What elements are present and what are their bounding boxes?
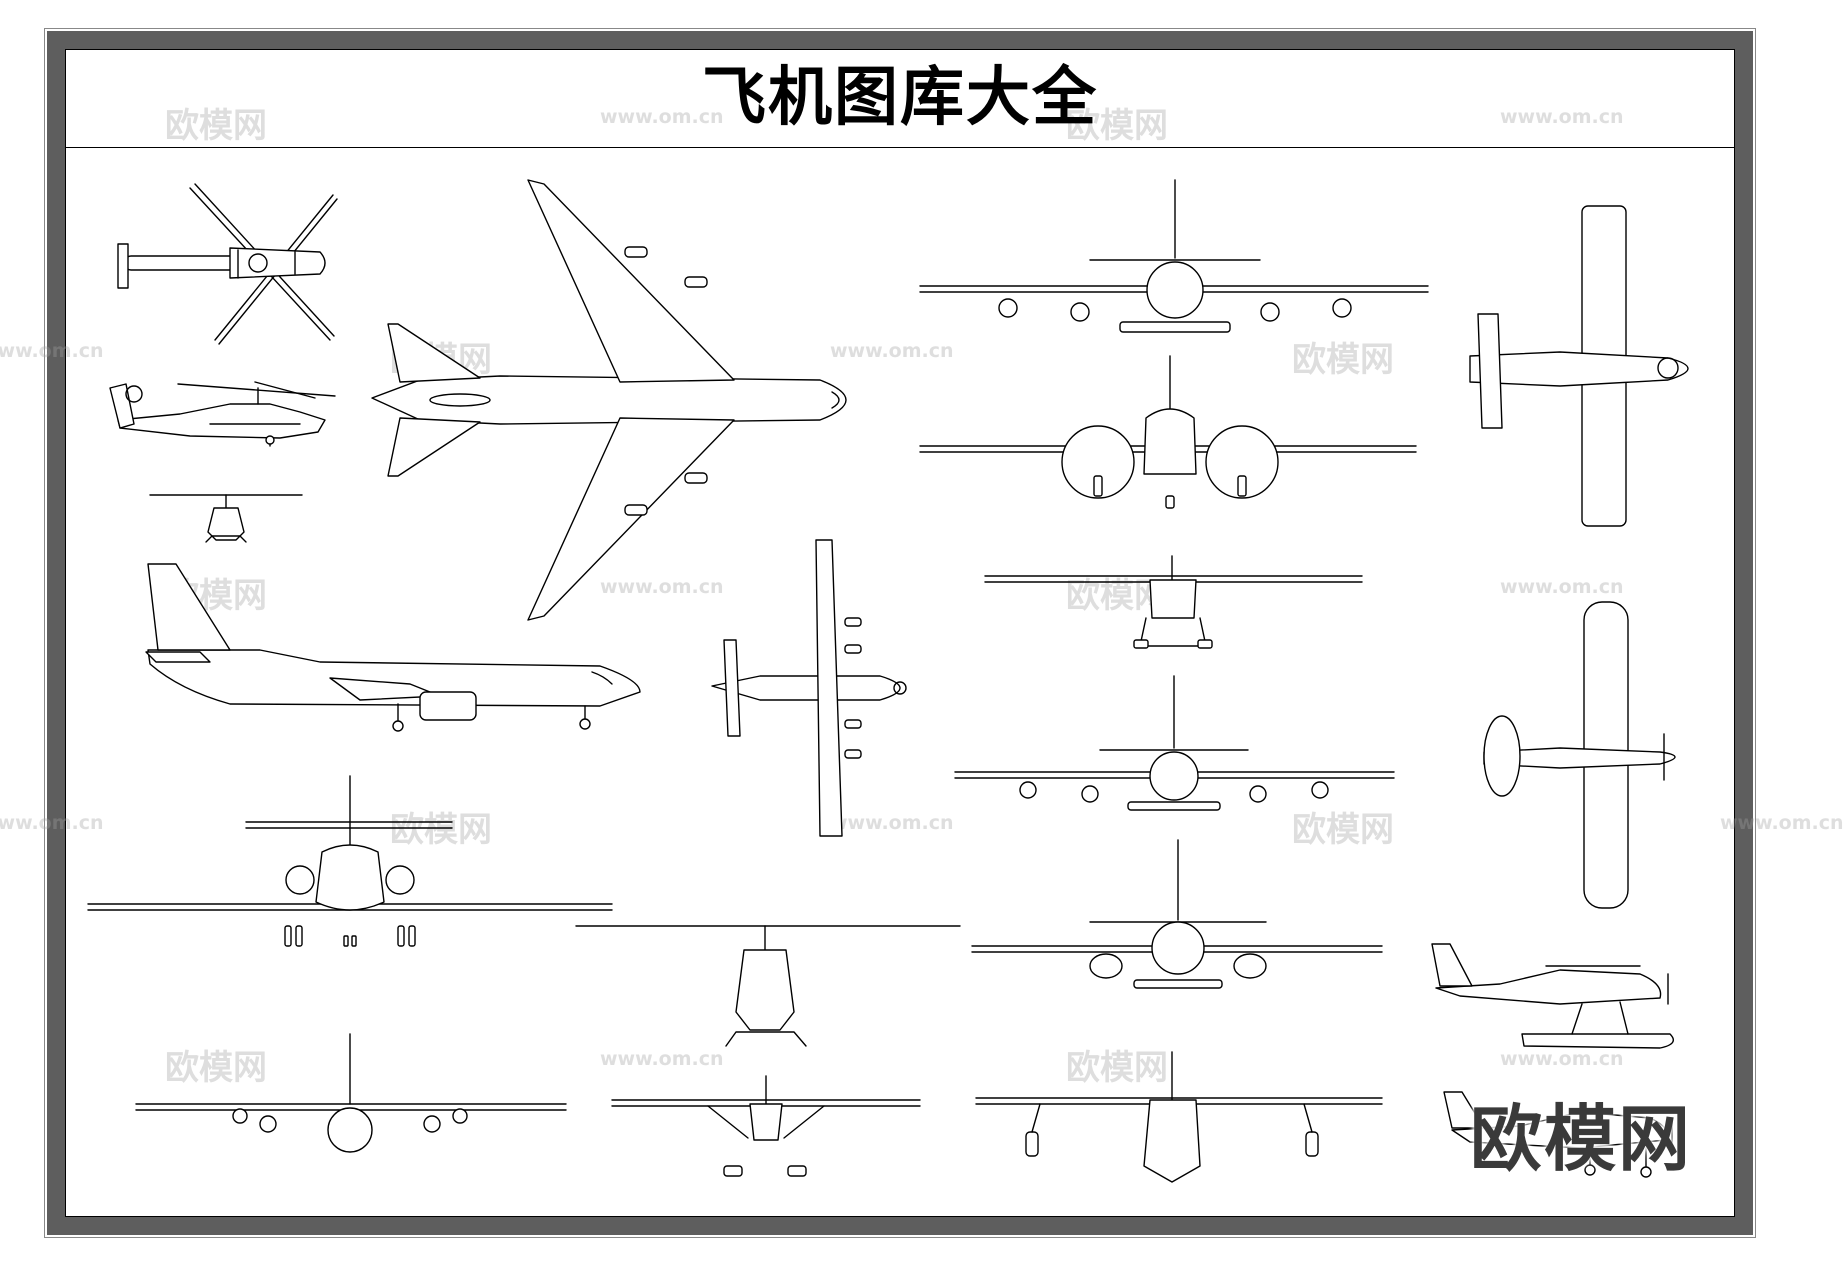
quad-jet-front-view	[954, 675, 1395, 811]
watermark: www.om.cn	[600, 1048, 724, 1070]
jumbo-jet-top-view	[371, 179, 847, 621]
floatplane-side-view	[1431, 943, 1674, 1049]
turboprop-transport-top-view	[711, 539, 907, 837]
watermark: www.om.cn	[0, 340, 104, 362]
page-title: 飞机图库大全	[702, 61, 1098, 135]
helicopter-front-view-small	[149, 494, 303, 543]
light-plane-top-view	[1469, 205, 1689, 527]
watermark: 欧模网	[390, 810, 492, 850]
business-jet-front-view	[87, 775, 613, 947]
brand-watermark: 欧模网	[1470, 1097, 1693, 1181]
watermark: www.om.cn	[600, 576, 724, 598]
sheet-border	[47, 31, 1753, 1235]
helicopter-front-view	[575, 925, 961, 1047]
amphibian-front-view	[975, 1051, 1383, 1183]
title-divider	[65, 147, 1735, 148]
drawings-canvas	[87, 179, 1689, 1183]
floatplane-front-view	[611, 1075, 921, 1177]
helicopter-top-view	[117, 183, 338, 345]
watermark: 欧模网	[1066, 1048, 1168, 1088]
watermark: www.om.cn	[830, 812, 954, 834]
twin-jet-front-view	[971, 839, 1383, 989]
watermark: www.om.cn	[0, 812, 104, 834]
attack-helicopter-side-view	[109, 381, 336, 447]
light-plane-side-view	[1443, 1091, 1673, 1178]
transport-front-view	[135, 1033, 567, 1153]
watermark: www.om.cn	[600, 106, 724, 128]
airliner-side-view	[145, 563, 641, 732]
watermark: www.om.cn	[1500, 576, 1624, 598]
drawing-sheet: 欧模网 www.om.cn 欧模网 www.om.cn www.om.cn 欧模…	[0, 28, 1844, 1238]
sheet-inner-frame	[65, 49, 1735, 1217]
jumbo-jet-front-view	[919, 179, 1429, 333]
watermark: 欧模网	[1292, 810, 1394, 850]
light-plane-front-view	[984, 555, 1363, 649]
watermark: 欧模网	[165, 1048, 267, 1088]
watermark: www.om.cn	[1500, 106, 1624, 128]
watermark: www.om.cn	[830, 340, 954, 362]
twin-prop-front-view	[919, 355, 1417, 509]
watermark: www.om.cn	[1720, 812, 1844, 834]
high-wing-plane-top-view	[1483, 601, 1676, 909]
watermark: 欧模网	[165, 106, 267, 146]
watermark: 欧模网	[1066, 106, 1168, 146]
watermark: www.om.cn	[1500, 1048, 1624, 1070]
watermark: 欧模网	[1292, 340, 1394, 380]
